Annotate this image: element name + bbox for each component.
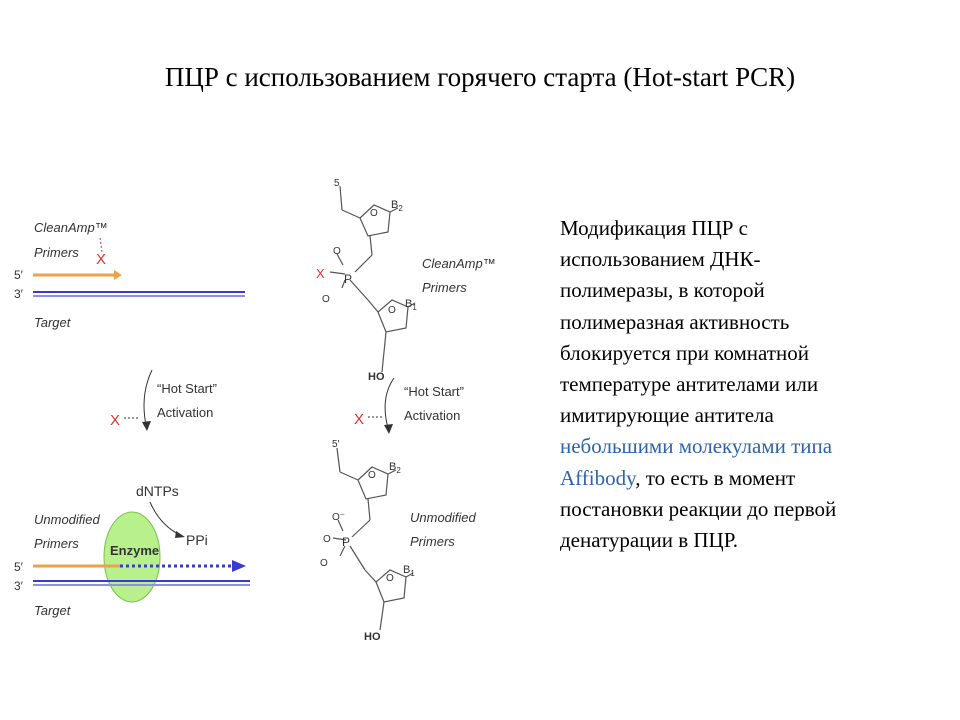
desc-link-line[interactable]: небольшими молекулами типа	[560, 434, 833, 459]
ho-label-top: HO	[368, 371, 385, 383]
five-prime-label: 5′	[14, 268, 24, 282]
desc-line: полимеразная активность	[560, 309, 790, 334]
desc-line: полимеразы, в которой	[560, 278, 765, 303]
phos-o-left: O	[323, 534, 331, 545]
x-mark-chem: X	[316, 266, 325, 281]
slide-title: ПЦР с использованием горячего старта (Ho…	[164, 62, 796, 92]
block-x-mark-2: X	[110, 412, 120, 429]
desc-line: использованием ДНК-	[560, 247, 761, 272]
three-prime-label-2: 3′	[14, 579, 24, 593]
desc-after-link: , то есть в момент	[635, 465, 796, 490]
base-b1-top: B1	[405, 298, 417, 312]
bottom-target-label: Target	[34, 603, 72, 618]
unmodified-label-1: Unmodified	[34, 512, 101, 527]
unmod-label-2: Primers	[410, 534, 455, 549]
desc-line: температуре антителами или	[560, 372, 819, 397]
unmod-label-1: Unmodified	[410, 510, 477, 525]
enzyme-label: Enzyme	[110, 543, 159, 558]
desc-line: постановки реакции до первой	[560, 496, 837, 521]
activation-label-right: Activation	[404, 408, 460, 423]
ring-o-bottom: O	[368, 470, 376, 481]
primer-arrowhead	[114, 270, 122, 280]
target-label: Target	[34, 315, 72, 330]
top-5-label: 5	[334, 178, 340, 189]
activation-arrowhead-right	[384, 424, 393, 434]
left-pcr-diagram: CleanAmp™ Primers X 5′ 3′ Target X “Hot …	[14, 220, 250, 618]
phos-p-top: P	[344, 272, 352, 286]
clean-label-2: Primers	[422, 280, 467, 295]
desc-line-mixed: Affibody, то есть в момент	[560, 463, 945, 494]
unmodified-label-2: Primers	[34, 536, 79, 551]
primer-leader-line	[99, 237, 103, 253]
phos-o-top: O	[333, 246, 341, 257]
ppi-label: PPi	[186, 532, 208, 548]
three-prime-label: 3′	[14, 287, 24, 301]
enzyme-blob	[103, 511, 161, 603]
base-b2-bottom: B2	[389, 461, 401, 475]
extension-arrowhead	[232, 560, 246, 572]
desc-line: блокируется при комнатной	[560, 340, 809, 365]
dntps-arrowhead	[175, 531, 185, 538]
dntps-label: dNTPs	[136, 483, 179, 499]
five-prime-label-2: 5′	[14, 560, 24, 574]
block-x-mark: X	[96, 251, 106, 268]
ring-o-lowest: O	[386, 573, 394, 584]
activation-label: Activation	[157, 405, 213, 420]
clean-label-1: CleanAmp™	[422, 256, 496, 271]
hot-start-label: “Hot Start”	[157, 381, 217, 396]
ring-o-mid: O	[388, 305, 396, 316]
phos-o-lower: O	[320, 558, 328, 569]
ring-o-top: O	[370, 208, 378, 219]
desc-line: денатурации в ПЦР.	[560, 528, 739, 553]
top-primers-label-1: CleanAmp™	[34, 220, 108, 235]
activation-arrow	[143, 369, 153, 426]
phos-o-bottom: O	[322, 294, 330, 305]
block-x-right: X	[354, 411, 364, 428]
base-b1-bottom: B1	[403, 564, 415, 578]
description-text: Модификация ПЦР с использованием ДНК- по…	[560, 213, 945, 556]
bottom-5prime-label: 5′	[332, 439, 340, 450]
desc-line: Модификация ПЦР с	[560, 216, 748, 240]
hot-start-label-right: “Hot Start”	[404, 384, 464, 399]
top-primers-label-2: Primers	[34, 245, 79, 260]
o-minus-label: O⁻	[332, 512, 345, 523]
ho-label-bottom: HO	[364, 631, 381, 643]
activation-arrowhead	[142, 421, 151, 431]
phos-p-bottom: P	[342, 535, 350, 549]
base-b2-top: B2	[391, 199, 403, 213]
affibody-link[interactable]: Affibody	[560, 465, 636, 490]
desc-line: имитирующие антитела	[560, 403, 774, 428]
activation-arrow-right	[384, 377, 395, 429]
